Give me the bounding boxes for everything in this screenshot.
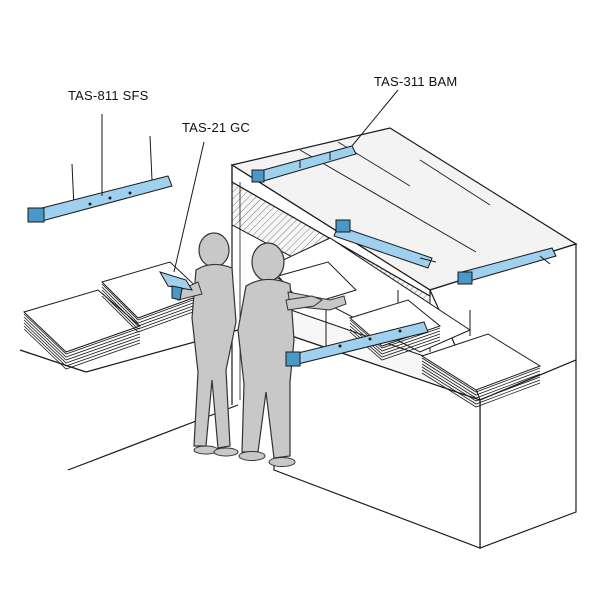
ceiling-ionizer-bam [251, 145, 357, 183]
ceiling-ionizer-sfs [27, 135, 173, 223]
hood-ionizer-top [333, 219, 437, 269]
label-tas-811-sfs: TAS-811 SFS [68, 88, 149, 103]
operator-icon [175, 232, 239, 457]
hood-ionizer-right [457, 247, 557, 285]
leader-lines [101, 89, 399, 273]
worker-icon [237, 242, 347, 467]
label-tas-21-gc: TAS-21 GC [182, 120, 251, 135]
paper-stack-icon [23, 261, 542, 408]
label-tas-311-bam: TAS-311 BAM [374, 74, 458, 89]
front-ionizer [285, 321, 429, 367]
ionizer-gun-icon [158, 271, 193, 301]
